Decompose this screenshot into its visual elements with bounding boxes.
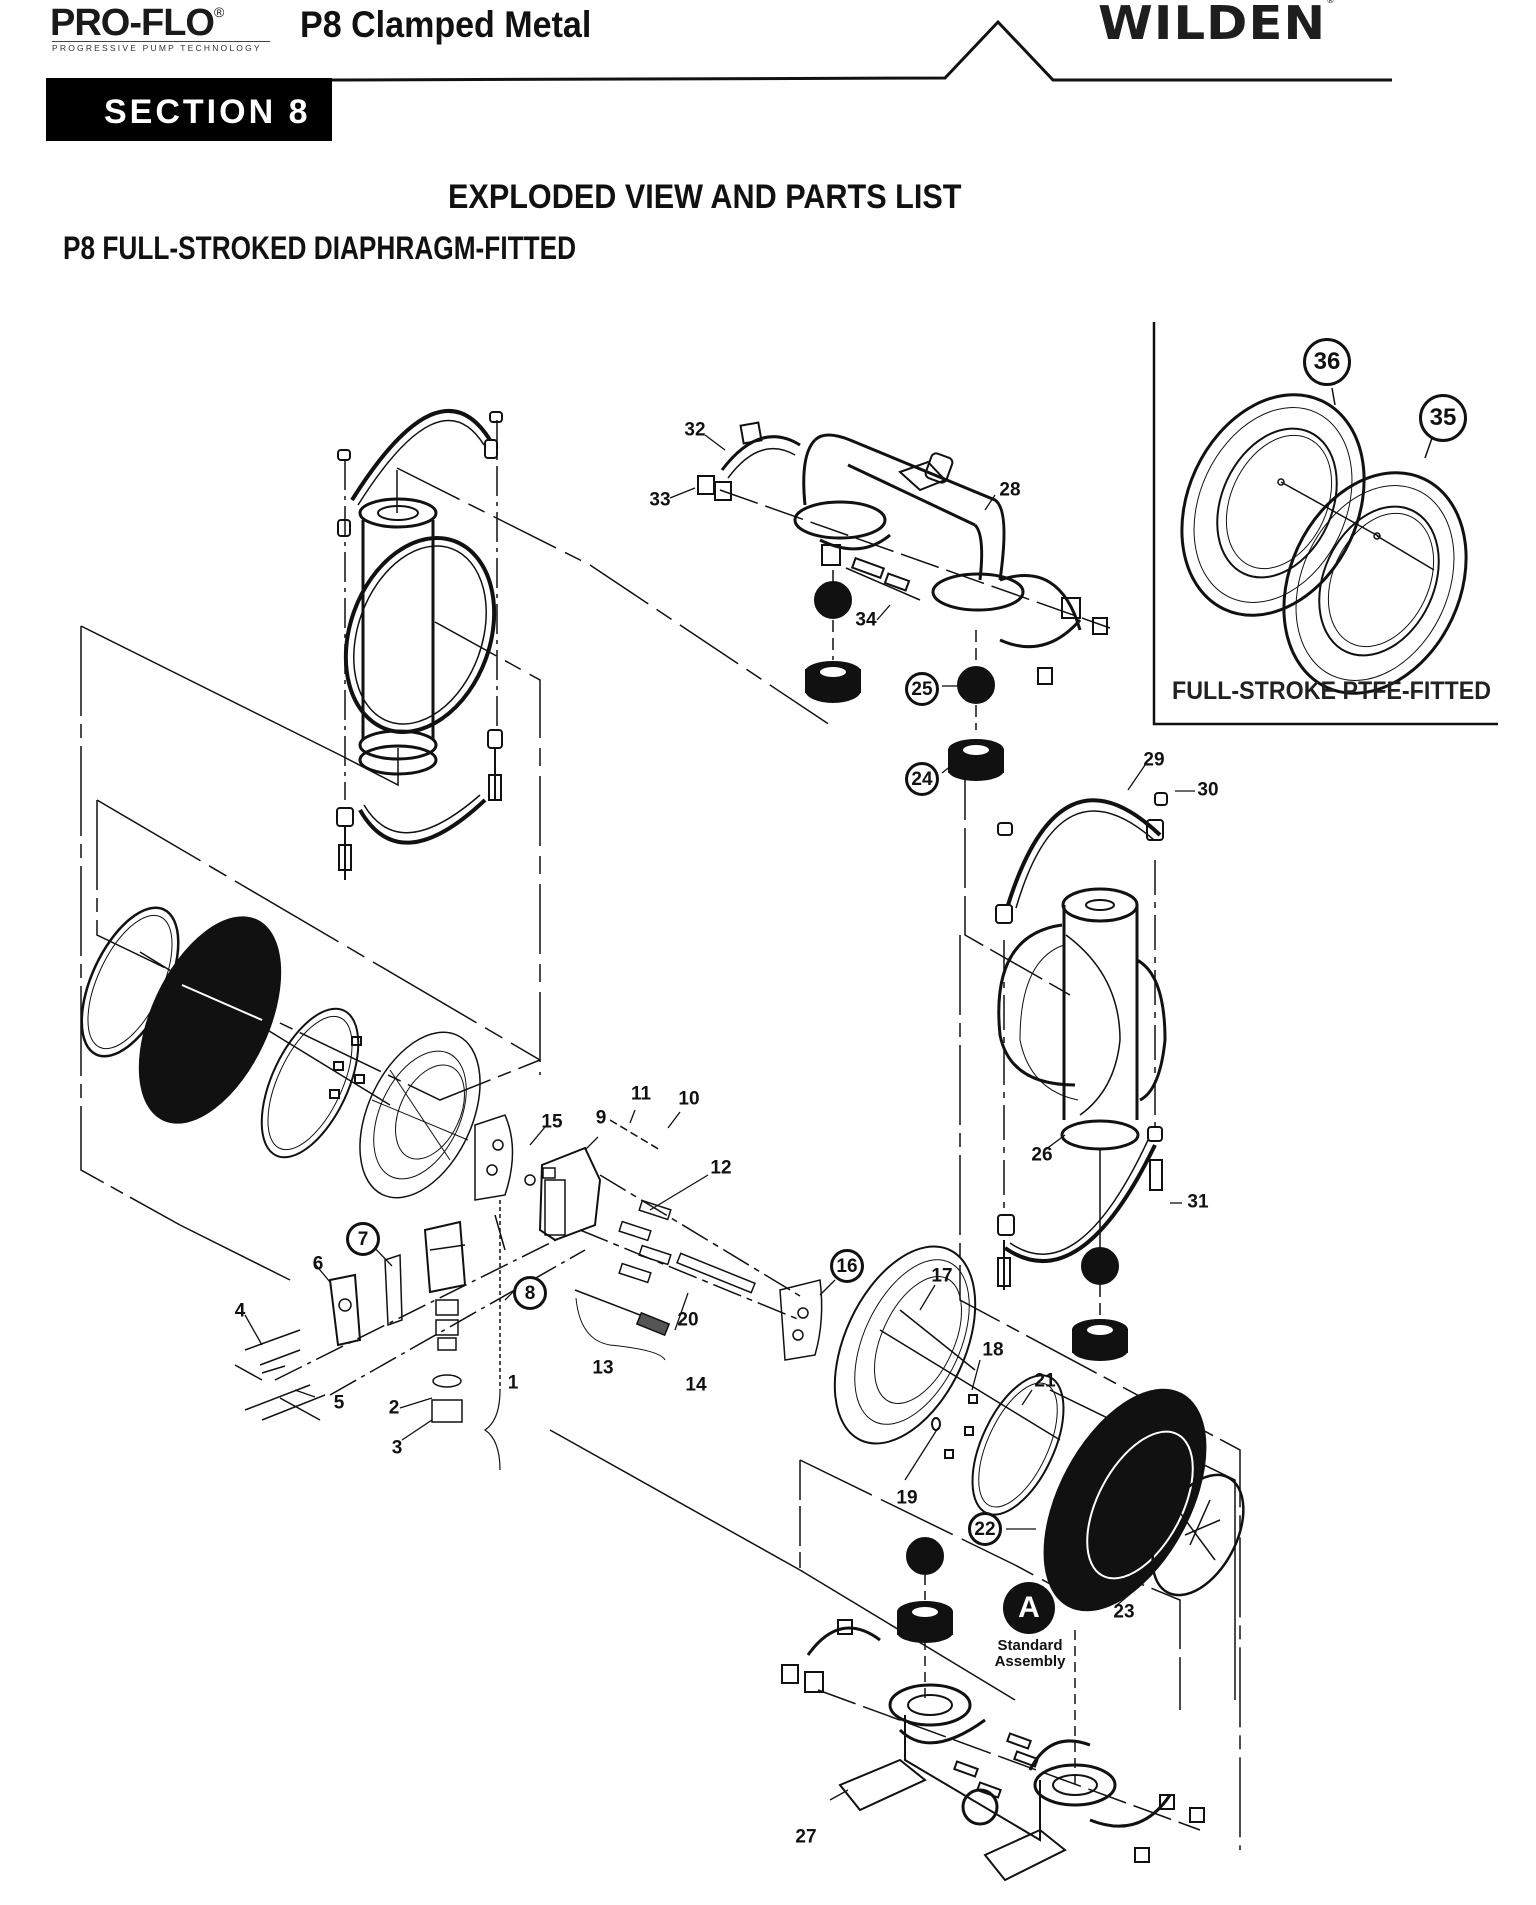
callout-5: 5 [333, 1392, 345, 1414]
center-section [234, 1114, 602, 1471]
wilden-logo-text: WILDEN [1098, 0, 1327, 50]
callout-25: 25 [905, 672, 939, 706]
callout-11: 11 [630, 1083, 652, 1105]
registered-mark: ® [213, 4, 224, 20]
right-diaphragm-stack [833, 1245, 1245, 1612]
callout-34: 34 [855, 609, 877, 631]
right-liquid-chamber [995, 792, 1168, 1361]
callout-10: 10 [678, 1088, 700, 1110]
callout-20: 20 [677, 1309, 699, 1331]
callout-23: 23 [1113, 1601, 1135, 1623]
proflo-logo-text: PRO-FLO [50, 2, 215, 44]
callout-35: 35 [1419, 394, 1467, 442]
section-badge: SECTION 8 [46, 78, 332, 141]
callout-30: 30 [1197, 779, 1219, 801]
standard-assembly-marker: A [1003, 1582, 1055, 1634]
callout-1: 1 [507, 1372, 519, 1394]
discharge-manifold [697, 421, 1111, 685]
standard-assembly-label: Standard Assembly [980, 1638, 1080, 1670]
callout-24: 24 [905, 762, 939, 796]
callout-4: 4 [234, 1300, 246, 1322]
callout-21: 21 [1034, 1370, 1056, 1392]
callout-33: 33 [649, 489, 671, 511]
callout-22: 22 [968, 1512, 1002, 1546]
callout-13: 13 [592, 1357, 614, 1379]
callout-32: 32 [684, 419, 706, 441]
ptfe-diaphragm-36 [1180, 387, 1381, 617]
inset-caption: FULL-STROKE PTFE-FITTED [1172, 677, 1492, 705]
callout-14: 14 [685, 1374, 707, 1396]
sub-heading: P8 FULL-STROKED DIAPHRAGM-FITTED [63, 230, 577, 266]
callout-17: 17 [931, 1265, 953, 1287]
callout-15: 15 [541, 1111, 563, 1133]
callout-3: 3 [391, 1437, 403, 1459]
wilden-logo: WILDEN® [1098, 0, 1336, 50]
upper-valve-balls-seats [805, 570, 1004, 781]
ptfe-diaphragm-35 [1282, 437, 1468, 695]
callout-28: 28 [999, 479, 1021, 501]
callout-31: 31 [1187, 1191, 1209, 1213]
standard-assembly-label-line1: Standard [997, 1637, 1063, 1654]
callout-19: 19 [896, 1487, 918, 1509]
left-liquid-chamber [336, 409, 503, 880]
inlet-manifold [781, 1619, 1205, 1882]
callout-9: 9 [595, 1107, 607, 1129]
callout-2: 2 [388, 1397, 400, 1419]
callout-18: 18 [982, 1339, 1004, 1361]
proflo-tagline: PROGRESSIVE PUMP TECHNOLOGY [52, 41, 270, 53]
header-rule [331, 19, 1392, 82]
callout-leaders [244, 434, 1195, 1801]
callout-36: 36 [1303, 338, 1351, 386]
proflo-logo: PRO-FLO® [50, 2, 224, 45]
lower-valve-balls-seats [897, 1537, 1076, 1790]
callout-12: 12 [710, 1157, 732, 1179]
registered-mark: ® [1326, 0, 1336, 5]
section-label: SECTION 8 [104, 93, 311, 131]
left-diaphragm-stack [80, 906, 481, 1199]
callout-8: 8 [513, 1276, 547, 1310]
standard-assembly-label-line2: Assembly [994, 1653, 1066, 1670]
shaft-assembly [574, 1119, 823, 1361]
document-title: P8 Clamped Metal [300, 4, 592, 45]
callout-7: 7 [346, 1222, 380, 1256]
callout-26: 26 [1031, 1144, 1053, 1166]
inset-frame [1152, 322, 1498, 726]
callout-27: 27 [795, 1826, 817, 1848]
main-heading: EXPLODED VIEW AND PARTS LIST [448, 178, 962, 216]
callout-16: 16 [830, 1249, 864, 1283]
callout-29: 29 [1143, 749, 1165, 771]
callout-6: 6 [312, 1253, 324, 1275]
